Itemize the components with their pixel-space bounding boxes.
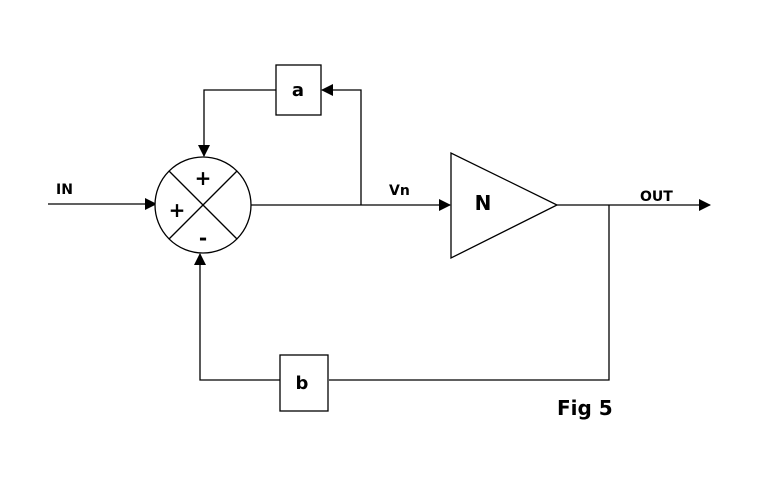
node-to-a-wire [321, 84, 362, 205]
summing-cross-2 [168, 170, 238, 240]
b-to-junction-wire [194, 253, 280, 381]
feedback-block-b [279, 354, 329, 412]
figure-caption: Fig 5 [557, 396, 613, 420]
output-to-b-wire [329, 205, 610, 381]
amplifier-label: N [475, 191, 492, 215]
amplifier-triangle [450, 151, 559, 260]
input-label: IN [56, 182, 73, 198]
a-to-junction-wire [198, 89, 276, 157]
feedback-block-b-label: b [296, 373, 309, 394]
feedback-block-a-label: a [292, 80, 304, 101]
summing-top-sign: + [195, 166, 212, 190]
node-label: Vn [389, 183, 410, 199]
output-label: OUT [640, 189, 673, 205]
summing-left-sign: + [169, 198, 186, 222]
summing-bottom-sign: - [199, 226, 207, 250]
